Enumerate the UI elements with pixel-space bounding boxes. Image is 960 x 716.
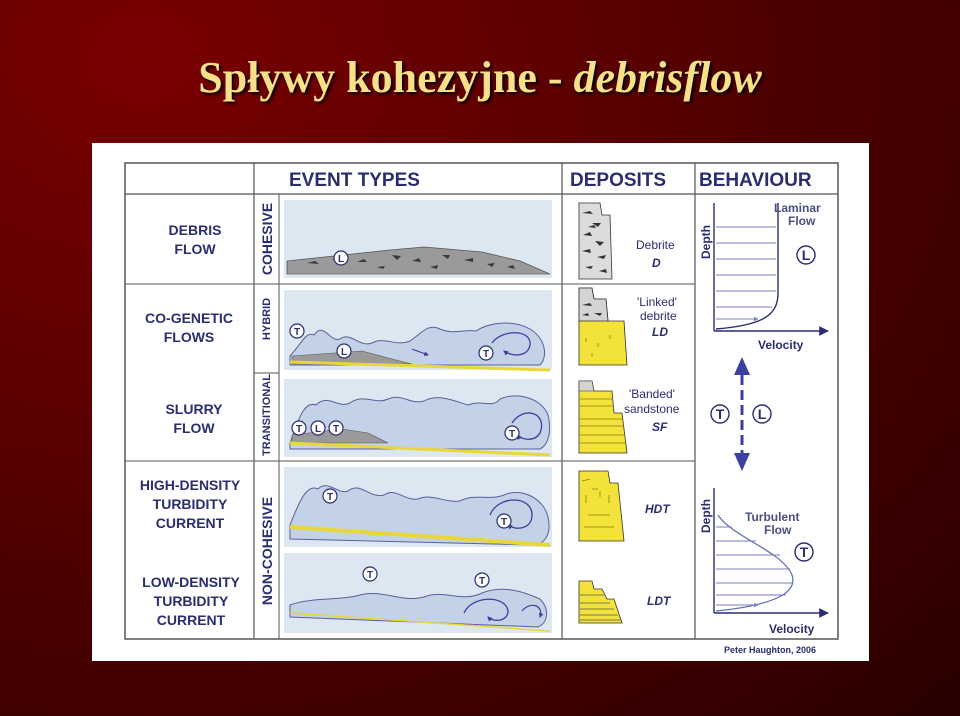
marker-text: T <box>296 424 302 435</box>
marker-text: T <box>509 429 515 440</box>
marker-turbulent: T <box>795 543 813 561</box>
marker-turbulent: T <box>479 346 493 360</box>
low-density-turbidity-panel: T T <box>284 553 552 633</box>
category-transitional: TRANSITIONAL <box>261 374 273 456</box>
marker-turbulent: T <box>497 514 511 528</box>
laminar-flow-label-1: Laminar <box>774 201 821 215</box>
marker-laminar: L <box>797 246 815 264</box>
figure-panel: EVENT TYPES DEPOSITS BEHAVIOUR DEBRIS FL… <box>92 143 869 661</box>
transition-arrow <box>734 357 750 471</box>
co-genetic-flow-panel: T L T <box>284 290 552 370</box>
deposit-linked-code: LD <box>652 325 668 339</box>
deposit-linked-1: 'Linked' <box>637 295 677 309</box>
marker-text: L <box>341 347 347 358</box>
deposit-debrite-code: D <box>652 256 661 270</box>
marker-turbulent: T <box>363 567 377 581</box>
row-hdtc-l1: HIGH-DENSITY <box>140 477 241 493</box>
category-cohesive: COHESIVE <box>259 203 275 275</box>
laminar-flow-label-2: Flow <box>788 214 816 228</box>
title-italic: debrisflow <box>574 53 762 102</box>
deposit-linked-2: debrite <box>640 309 677 323</box>
marker-turbulent: T <box>505 426 519 440</box>
category-non-cohesive: NON-COHESIVE <box>259 497 275 605</box>
high-density-turbidity-panel: T T <box>284 467 552 547</box>
header-behaviour: BEHAVIOUR <box>699 170 812 191</box>
deposit-banded-1: 'Banded' <box>629 387 675 401</box>
marker-text: L <box>315 424 321 435</box>
laminar-depth-label: Depth <box>699 225 713 259</box>
title-plain: Spływy kohezyjne - <box>198 53 573 102</box>
marker-turbulent: T <box>711 405 729 423</box>
marker-text: L <box>338 254 344 265</box>
marker-text: T <box>294 327 300 338</box>
banded-sandstone-log <box>579 381 627 453</box>
header-event-types: EVENT TYPES <box>289 170 420 191</box>
marker-laminar: L <box>334 251 348 265</box>
deposit-debrite: Debrite <box>636 238 675 252</box>
marker-laminar: L <box>753 405 771 423</box>
slide-title: Spływy kohezyjne - debrisflow <box>0 52 960 103</box>
hdt-log <box>579 471 624 541</box>
deposit-banded-code: SF <box>652 420 668 434</box>
marker-text: L <box>758 406 767 422</box>
turbulent-flow-label-1: Turbulent <box>745 510 799 524</box>
row-ldtc-l2: TURBIDITY <box>154 593 229 609</box>
classification-diagram: EVENT TYPES DEPOSITS BEHAVIOUR DEBRIS FL… <box>92 143 869 661</box>
marker-text: T <box>367 570 373 581</box>
laminar-velocity-label: Velocity <box>758 338 804 352</box>
marker-text: T <box>327 492 333 503</box>
marker-turbulent: T <box>475 573 489 587</box>
marker-text: L <box>802 247 811 263</box>
row-ldtc-l3: CURRENT <box>157 612 226 628</box>
marker-text: T <box>333 424 339 435</box>
row-hdtc-l3: CURRENT <box>156 515 225 531</box>
deposit-banded-2: sandstone <box>624 402 680 416</box>
marker-laminar: L <box>311 421 325 435</box>
marker-turbulent: T <box>290 324 304 338</box>
credit-text: Peter Haughton, 2006 <box>724 645 816 655</box>
marker-laminar: L <box>337 344 351 358</box>
deposit-hdt: HDT <box>645 502 671 516</box>
row-cogenetic-l1: CO-GENETIC <box>145 310 233 326</box>
header-deposits: DEPOSITS <box>570 170 666 191</box>
marker-turbulent: T <box>292 421 306 435</box>
marker-text: T <box>716 406 725 422</box>
linked-debrite-log <box>579 288 627 365</box>
slurry-flow-panel: T L T T <box>284 379 552 457</box>
category-hybrid: HYBRID <box>261 298 273 340</box>
turbulent-velocity-label: Velocity <box>769 622 815 636</box>
turbulent-depth-label: Depth <box>699 499 713 533</box>
row-cogenetic-l2: FLOWS <box>164 329 215 345</box>
ldt-log <box>579 581 622 623</box>
debrite-log <box>579 203 612 279</box>
marker-text: T <box>800 544 809 560</box>
marker-turbulent: T <box>329 421 343 435</box>
row-debris-flow-l2: FLOW <box>174 241 216 257</box>
turbulent-flow-label-2: Flow <box>764 523 792 537</box>
row-hdtc-l2: TURBIDITY <box>153 496 228 512</box>
row-slurry-l2: FLOW <box>173 420 215 436</box>
marker-turbulent: T <box>323 489 337 503</box>
deposit-ldt: LDT <box>647 594 672 608</box>
row-debris-flow-l1: DEBRIS <box>169 222 222 238</box>
marker-text: T <box>501 517 507 528</box>
row-slurry-l1: SLURRY <box>165 401 223 417</box>
marker-text: T <box>483 349 489 360</box>
row-ldtc-l1: LOW-DENSITY <box>142 574 240 590</box>
marker-text: T <box>479 576 485 587</box>
debris-flow-panel: L <box>284 200 552 278</box>
